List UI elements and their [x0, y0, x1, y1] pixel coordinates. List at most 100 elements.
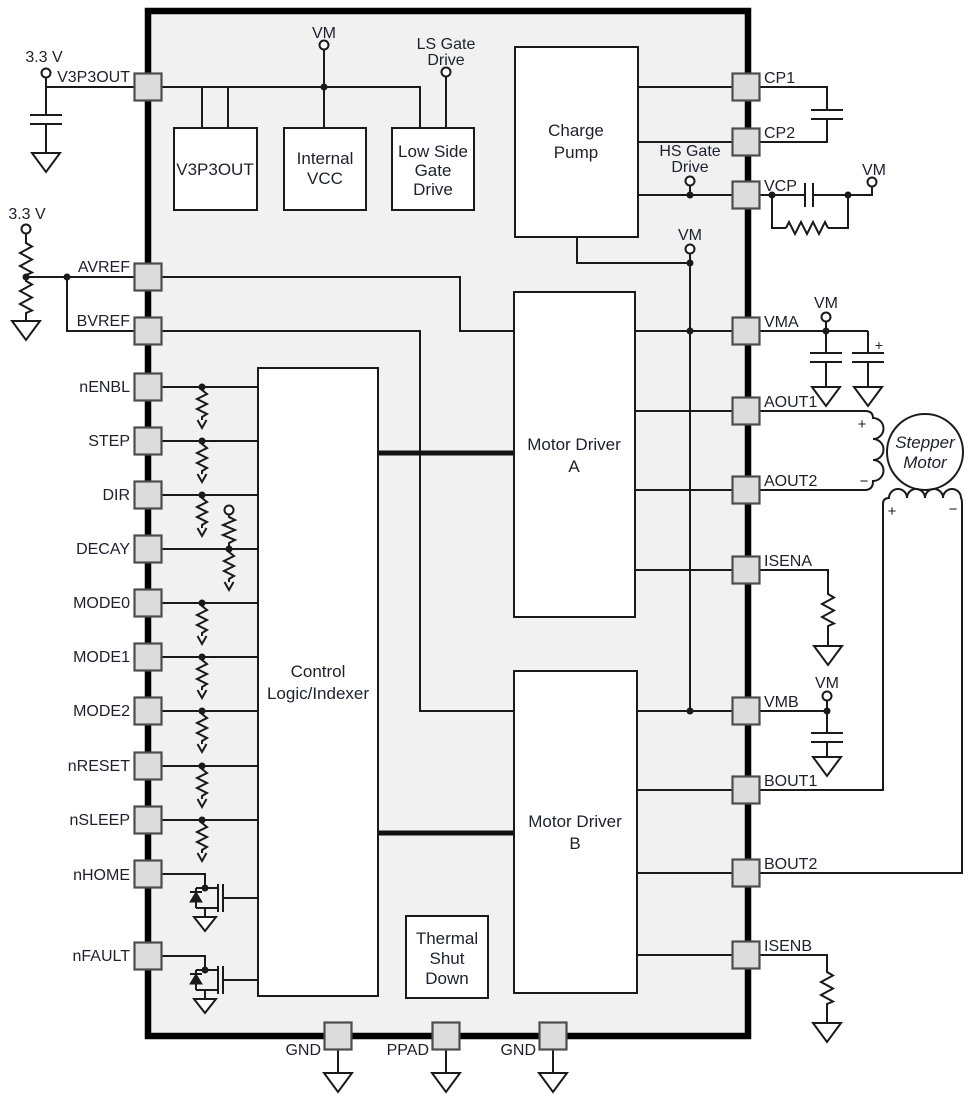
pin-step	[133, 426, 163, 456]
pin-label: GND	[285, 1042, 321, 1059]
wire	[161, 276, 514, 712]
v3p3out-external: 3.3 V	[25, 49, 135, 173]
vref-divider-external: 3.3 V	[8, 206, 135, 341]
body-diode	[189, 973, 203, 985]
block-charge-pump	[514, 46, 639, 238]
resistor	[19, 276, 33, 316]
nfault-fet	[161, 955, 258, 1014]
pin-aout2	[731, 475, 761, 505]
nhome-fet	[161, 873, 258, 932]
junction-dot	[198, 707, 206, 715]
pin-vcp	[731, 180, 761, 210]
block-label: Internal	[297, 149, 354, 168]
block-label: Thermal	[416, 929, 478, 948]
pin-label: MODE2	[73, 703, 130, 720]
wire	[337, 1050, 554, 1072]
isena-external	[759, 569, 843, 666]
vm-label: VM	[862, 162, 886, 179]
supply-3v3-label: 3.3 V	[25, 49, 63, 66]
pin-mode1	[133, 642, 163, 672]
input-pulldowns	[196, 383, 238, 862]
wire	[161, 386, 258, 821]
stepper-motor: Stepper Motor	[886, 413, 964, 491]
vm-label: VM	[814, 295, 838, 312]
pin-label: BOUT2	[764, 856, 817, 873]
junction-dot	[198, 762, 206, 770]
resistor	[821, 589, 835, 629]
isenb-external	[759, 954, 842, 1043]
internal-blocks: V3P3OUT Internal VCC Low Side Gate Drive…	[173, 46, 639, 999]
pin-label: STEP	[88, 433, 130, 450]
block-label: Control	[291, 662, 346, 681]
ground-icon	[323, 1072, 353, 1093]
body-diode	[189, 891, 203, 903]
pin-mode0	[133, 588, 163, 618]
pin-mode2	[133, 696, 163, 726]
junction-dot	[822, 327, 830, 335]
pin-label: AOUT1	[764, 394, 817, 411]
pin-label: GND	[500, 1042, 536, 1059]
terminal-circle	[821, 690, 833, 702]
terminal-circle	[866, 176, 878, 188]
block-v3p3out	[173, 127, 258, 211]
junction-dot	[686, 259, 694, 267]
pin-decay	[133, 534, 163, 564]
pin-label: nENBL	[79, 379, 130, 396]
supply-3v3-label: 3.3 V	[8, 206, 46, 223]
pin-label: VCP	[764, 178, 797, 195]
pin-cp1	[731, 72, 761, 102]
block-label: Logic/Indexer	[267, 684, 369, 703]
wire	[45, 77, 135, 152]
terminal-circle	[40, 67, 52, 79]
pin-label: BOUT1	[764, 773, 817, 790]
hs-gate-drive-label: Drive	[671, 159, 708, 176]
ground-icon	[538, 1072, 568, 1093]
pin-label: BVREF	[77, 313, 131, 330]
wire	[637, 710, 732, 956]
junction-dot	[201, 966, 209, 974]
pin-label: VMA	[764, 314, 799, 331]
junction-dot	[22, 273, 30, 281]
capacitor	[809, 352, 843, 363]
internal-wires	[161, 49, 732, 956]
block-motor-driver-a	[513, 291, 636, 618]
resistor	[220, 514, 238, 549]
wire	[759, 321, 869, 386]
pin-label: PPAD	[387, 1042, 429, 1059]
pin-avref	[133, 262, 163, 292]
resistor	[820, 967, 834, 1007]
inductor	[759, 488, 963, 874]
block-label: Charge	[548, 121, 604, 140]
winding-b: + −	[759, 488, 963, 874]
pin-nhome	[133, 859, 163, 889]
terminal-circle	[820, 311, 832, 323]
block-label: VCC	[307, 169, 343, 188]
capacitor-polarized	[851, 352, 885, 363]
junction-dot	[198, 599, 206, 607]
pin-label: nSLEEP	[70, 812, 130, 829]
ground-icon	[11, 320, 41, 341]
pin-bout1	[731, 775, 761, 805]
terminal-circle	[684, 243, 696, 255]
pin-nenbl	[133, 372, 163, 402]
junction-dot	[63, 273, 71, 281]
block-control-logic-indexer	[257, 367, 379, 997]
terminal-circle	[318, 39, 330, 51]
junction-dot	[686, 707, 694, 715]
junction-dot	[686, 327, 694, 335]
minus-label: −	[860, 473, 869, 490]
pin-label: VMB	[764, 694, 799, 711]
ground-icon	[812, 1022, 842, 1043]
pin-label: DIR	[102, 487, 130, 504]
pin-nfault	[133, 941, 163, 971]
block-label: Low Side	[398, 142, 468, 161]
inductor	[759, 410, 885, 491]
terminal-circle	[223, 504, 235, 516]
capacitor	[810, 109, 844, 120]
pin-label: MODE0	[73, 595, 130, 612]
motor-circle	[886, 413, 964, 491]
block-internal-vcc	[283, 127, 367, 211]
pin-label: V3P3OUT	[57, 69, 130, 86]
pin-label: ISENB	[764, 938, 812, 955]
